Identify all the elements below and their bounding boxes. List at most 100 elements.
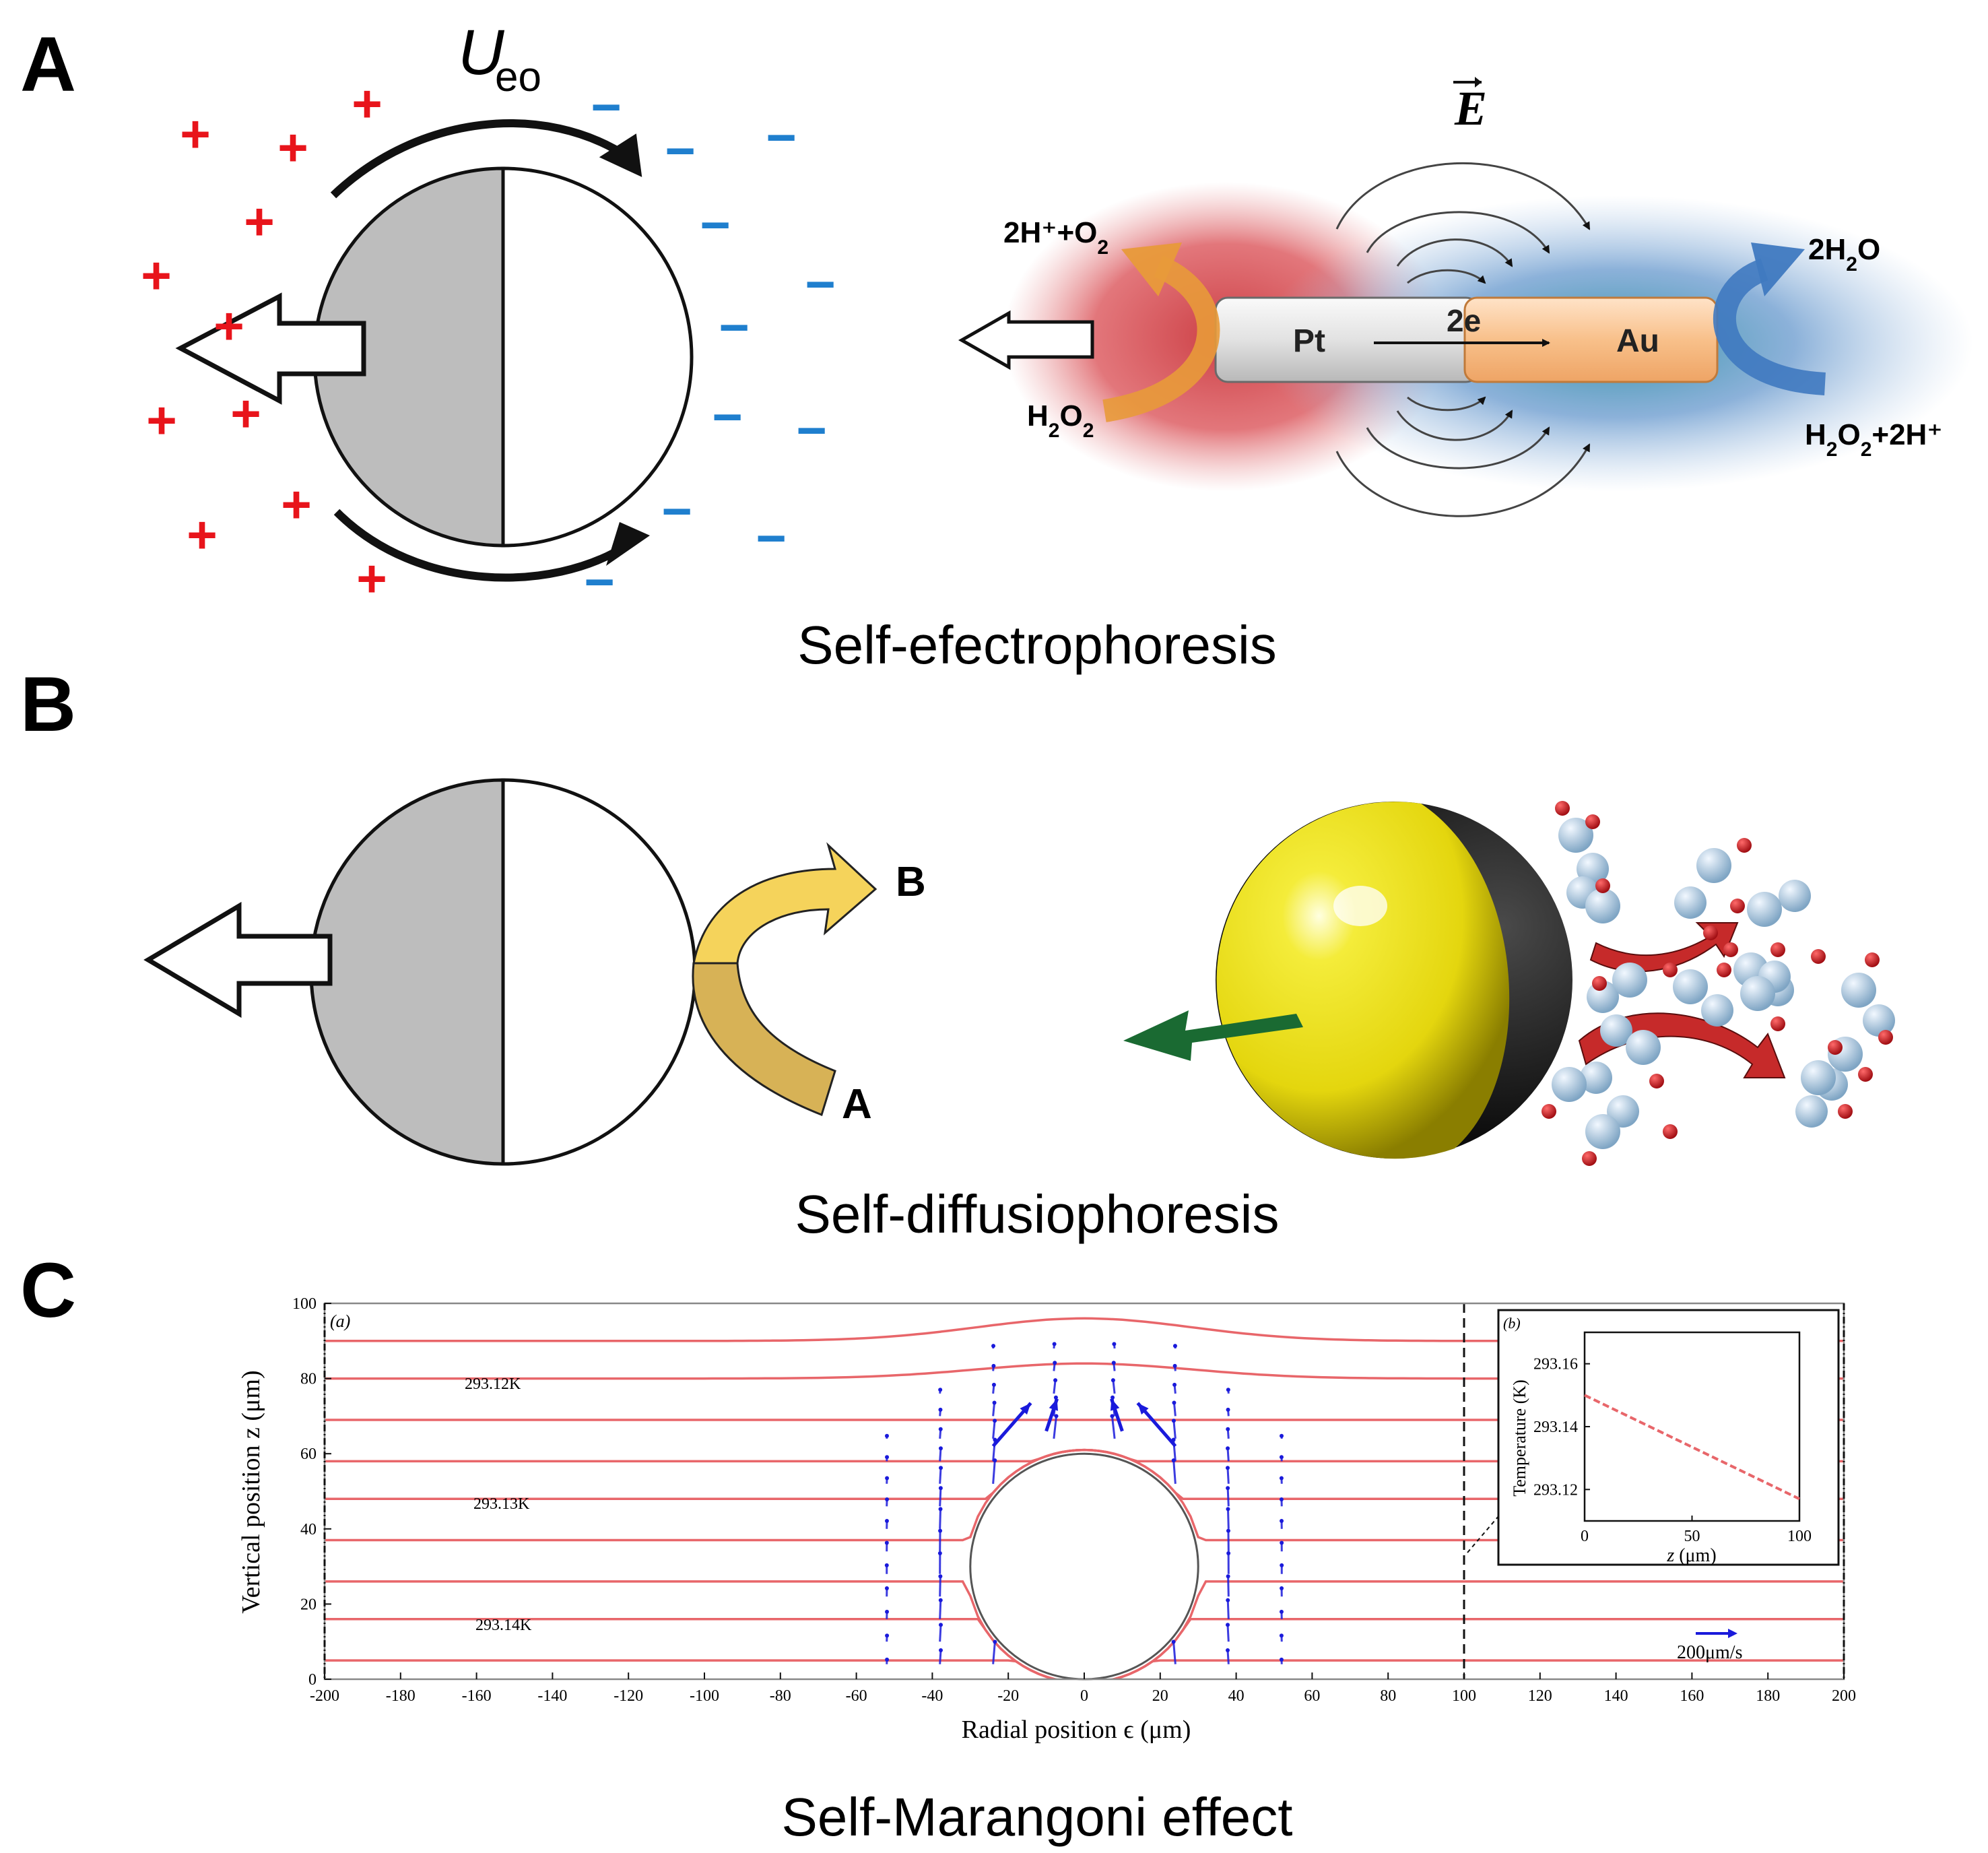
green-motion-arrow (1123, 1010, 1303, 1061)
motion-arrow-a (175, 292, 366, 405)
velocity-vector (1172, 1641, 1177, 1664)
jet-vector-head (1020, 1403, 1031, 1415)
reactant-label-b: A (842, 1081, 872, 1128)
velocity-vector-tip (938, 1528, 943, 1533)
plus-charge: + (187, 505, 218, 564)
minus-charge: − (805, 255, 836, 314)
molecule (1841, 952, 1895, 1037)
x-tick-label: -140 (537, 1687, 567, 1705)
velocity-vector-tip (938, 1446, 943, 1451)
anode-product: 2H⁺+O2 (1003, 216, 1108, 259)
bimetallic-rod-diagram: Pt Au 2e E 2H⁺+O2 H2O2 (958, 77, 1973, 517)
velocity-vector-tip (1280, 1518, 1284, 1523)
atom (1838, 1104, 1853, 1119)
velocity-vector-tip (1053, 1395, 1058, 1400)
jet-vector-head (1137, 1403, 1149, 1415)
x-tick-label: -100 (690, 1687, 719, 1705)
velocity-vector-tip (1279, 1476, 1284, 1481)
velocity-vector-tip (991, 1363, 996, 1368)
velocity-vector (1053, 1379, 1057, 1394)
caption-b: Self-diffusiophoresis (795, 1184, 1280, 1244)
velocity-vector (939, 1600, 942, 1619)
x-tick-label: -20 (997, 1687, 1019, 1705)
velocity-vector (939, 1576, 941, 1597)
isotherm-line (325, 1659, 1844, 1680)
cathode-product: 2H2O (1808, 233, 1880, 275)
velocity-vector-tip (1111, 1361, 1116, 1365)
velocity-vector-tip (939, 1466, 943, 1470)
velocity-vector-tip (1172, 1344, 1177, 1348)
minus-charge: − (665, 121, 696, 181)
velocity-vector-tip (992, 1400, 997, 1405)
velocity-vector (939, 1625, 942, 1642)
velocity-vector-tip (885, 1633, 890, 1638)
velocity-vector-tip (993, 1419, 997, 1423)
molecule (1566, 876, 1620, 923)
isotherm-label-3: 293.14K (475, 1617, 532, 1634)
cathode-arrow (1713, 258, 1826, 395)
particle (969, 1452, 1199, 1681)
atom (1595, 878, 1610, 893)
x-tick-label: 40 (1228, 1687, 1245, 1705)
reaction-arrows-b (692, 842, 877, 1116)
velocity-vector-tip (938, 1407, 943, 1412)
x-tick-label: 60 (1304, 1687, 1320, 1705)
atom (1649, 1074, 1664, 1088)
velocity-vector-tip (938, 1486, 943, 1491)
velocity-vector (992, 1460, 996, 1484)
minus-charge: − (584, 552, 615, 612)
velocity-vector (992, 1421, 996, 1439)
minus-charge: − (591, 77, 622, 137)
x-tick-label: 140 (1604, 1687, 1628, 1705)
janus-sphere-3d (1123, 801, 1895, 1166)
velocity-vector-tip (1226, 1407, 1230, 1412)
velocity-vector-tip (1280, 1540, 1284, 1545)
molecule (1542, 1062, 1612, 1119)
velocity-vector-tip (1280, 1563, 1284, 1567)
isotherm-label-1: 293.12K (465, 1375, 521, 1393)
field-symbol: E (1454, 82, 1487, 135)
anode-arrow (1102, 255, 1220, 422)
x-tick-label: 0 (1080, 1687, 1088, 1705)
velocity-vector-tip (1053, 1361, 1057, 1365)
atom (1878, 1030, 1893, 1045)
x-tick-label: 80 (1380, 1687, 1396, 1705)
velocity-vector-tip (991, 1382, 996, 1387)
x-tick-label: 120 (1528, 1687, 1552, 1705)
velocity-vector-tip (937, 1551, 942, 1555)
inset-x-tick-label: 50 (1684, 1528, 1700, 1545)
y-axis-label: Vertical position z (μm) (237, 1370, 265, 1613)
panel-letter-b: B (20, 661, 76, 748)
isotherm-label-2: 293.13K (473, 1495, 530, 1513)
velocity-vector-tip (1172, 1363, 1177, 1368)
velocity-vector (939, 1448, 942, 1462)
velocity-vector (939, 1488, 942, 1507)
inset-pointer (1467, 1515, 1500, 1553)
velocity-vector-tip (885, 1657, 890, 1662)
x-tick-label: -180 (386, 1687, 416, 1705)
electron-label: 2e (1447, 303, 1481, 338)
velocity-vector-tip (1112, 1342, 1117, 1346)
velocity-label: U eo (458, 17, 541, 100)
velocity-vector-tip (993, 1639, 997, 1644)
velocity-vector-tip (885, 1455, 890, 1460)
x-tick-label: -160 (462, 1687, 492, 1705)
field-lines (1335, 162, 1591, 517)
molecule (1740, 961, 1791, 1011)
atom (1811, 949, 1826, 964)
y-tick-label: 60 (300, 1445, 317, 1463)
velocity-vector-tip (1226, 1427, 1230, 1431)
velocity-vector (992, 1641, 996, 1664)
plus-charge: + (180, 104, 211, 164)
isotherm-line (325, 1617, 1844, 1680)
plus-charge: + (213, 296, 244, 356)
molecule (1663, 963, 1733, 1027)
velocity-vector-tip (938, 1507, 943, 1511)
velocity-vector-tip (938, 1388, 943, 1392)
caption-a: Self-efectrophoresis (797, 615, 1276, 675)
velocity-vector-tip (885, 1497, 890, 1502)
jet-vector-head (1049, 1398, 1059, 1411)
velocity-vector-tip (1226, 1623, 1230, 1627)
